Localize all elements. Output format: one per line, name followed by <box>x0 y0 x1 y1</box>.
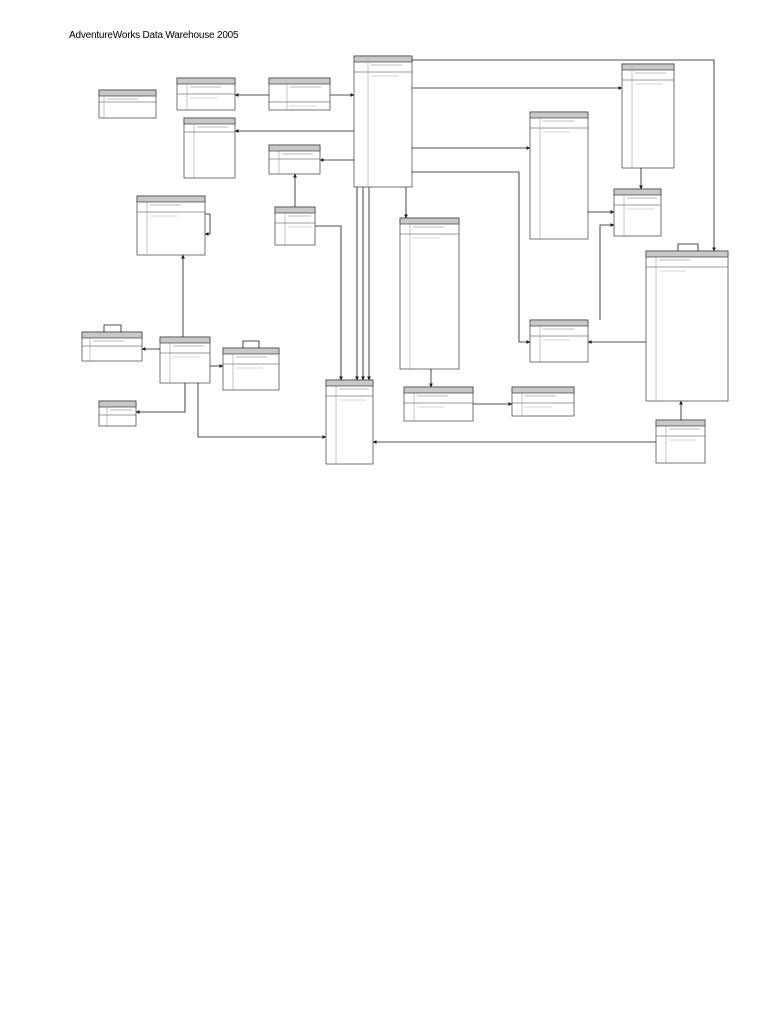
table-header <box>511 386 575 394</box>
table-body <box>325 379 374 465</box>
entity-table <box>511 386 575 417</box>
entity-table <box>222 347 280 391</box>
entity-table <box>268 144 321 175</box>
table-header <box>621 63 675 71</box>
diagram-title: AdventureWorks Data Warehouse 2005 <box>69 30 239 41</box>
entity-table <box>268 77 331 111</box>
table-header <box>98 89 157 97</box>
entity-table <box>529 319 589 363</box>
entity-table <box>81 331 143 362</box>
entity-table <box>98 89 157 119</box>
table-header <box>268 144 321 152</box>
table-body <box>183 117 236 179</box>
entity-table <box>399 217 460 370</box>
table-header <box>183 117 236 125</box>
relationship-line <box>103 324 122 332</box>
table-header <box>613 188 662 196</box>
table-body <box>655 419 706 464</box>
entity-table <box>98 400 137 427</box>
entity-table <box>403 386 474 422</box>
relationship-line <box>599 223 615 320</box>
table-header <box>325 379 374 387</box>
table-body <box>613 188 662 237</box>
table-body <box>399 217 460 370</box>
table-header <box>222 347 280 355</box>
relationship-line <box>242 340 260 348</box>
relationship-line <box>412 59 716 252</box>
table-header <box>268 77 331 85</box>
relationship-line <box>197 383 327 439</box>
table-body <box>136 195 206 256</box>
relationship-lines <box>103 59 716 444</box>
relationship-line <box>412 171 531 344</box>
table-header <box>274 206 316 214</box>
entity-table <box>176 77 236 111</box>
relationship-line <box>315 225 343 381</box>
table-header <box>399 217 460 225</box>
table-body <box>529 111 589 240</box>
entity-table <box>529 111 589 240</box>
entity-table <box>159 336 211 384</box>
table-header <box>136 195 206 203</box>
table-header <box>529 319 589 327</box>
table-header <box>353 55 413 63</box>
table-header <box>655 419 706 427</box>
entity-table <box>274 206 316 246</box>
entity-table <box>645 250 729 402</box>
relationship-line <box>204 213 211 236</box>
table-header <box>81 331 143 339</box>
table-header <box>645 250 729 258</box>
entity-table <box>353 55 413 188</box>
table-body <box>353 55 413 188</box>
entity-table <box>325 379 374 465</box>
entity-table <box>183 117 236 179</box>
relationship-line <box>135 383 186 414</box>
relationship-line <box>677 243 699 251</box>
table-header <box>176 77 236 85</box>
table-header <box>529 111 589 119</box>
table-header <box>159 336 211 344</box>
entity-table <box>621 63 675 169</box>
table-header <box>403 386 474 394</box>
entity-table <box>136 195 206 256</box>
table-body <box>621 63 675 169</box>
table-body <box>645 250 729 402</box>
table-body <box>159 336 211 384</box>
table-header <box>98 400 137 408</box>
entity-tables <box>81 55 729 465</box>
entity-table <box>655 419 706 464</box>
entity-table <box>613 188 662 237</box>
